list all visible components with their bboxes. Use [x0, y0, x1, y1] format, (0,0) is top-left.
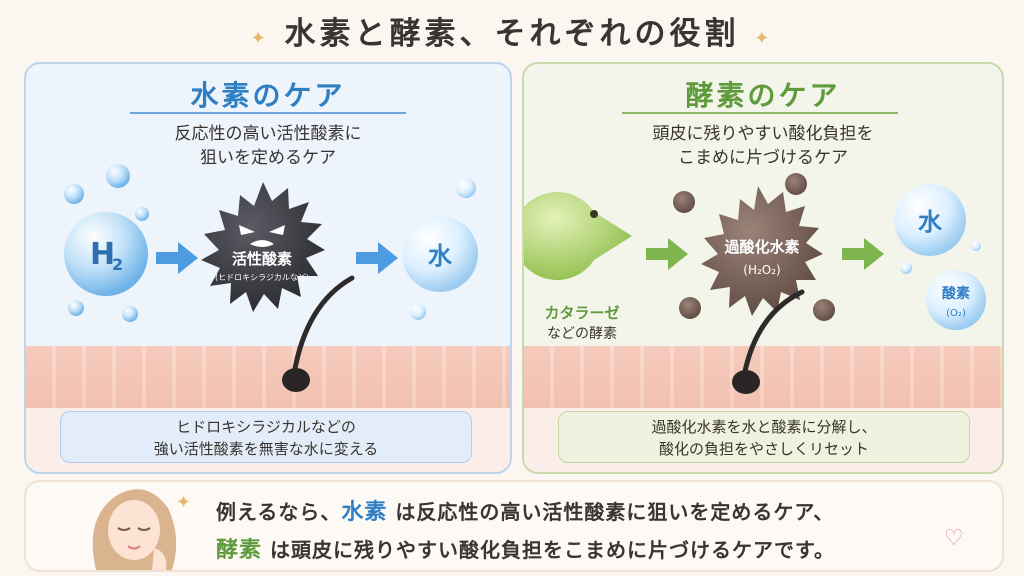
- angry-eye: [239, 225, 255, 235]
- oxygen-formula: (O₂): [946, 308, 966, 319]
- subtitle-line-2: こまめに片づけるケア: [678, 148, 848, 168]
- bubble-icon: [971, 241, 981, 251]
- title-underline: [130, 112, 406, 114]
- heart-icon: ♡: [944, 526, 964, 551]
- sparkle-icon: ✦: [250, 28, 270, 49]
- page-title-text: 水素と酵素、それぞれの役割: [284, 16, 740, 52]
- catalase-enzyme-icon: [524, 192, 632, 280]
- hydrogen-peroxide-icon: [701, 186, 823, 316]
- sparkle-icon: ✦: [176, 492, 192, 513]
- hydrogen-diagram: H 2 活性酸素 (ヒドロキシラジカルなど) 水: [64, 164, 478, 392]
- bubble-icon: [68, 300, 84, 316]
- summary-prefix: 例えるなら、: [216, 500, 342, 524]
- oxygen-bubble-icon: [926, 270, 986, 330]
- enzyme-eye: [590, 210, 598, 218]
- enzyme-diagram: カタラーゼ などの酵素 過酸化水素 (H₂O₂) 水 酸素 (O₂): [524, 173, 986, 394]
- angry-eye: [269, 225, 285, 235]
- hair-follicle: [732, 370, 760, 394]
- mouth: [250, 240, 274, 247]
- arrow-right-icon: [356, 242, 398, 274]
- enzyme-note-box: 過酸化水素を水と酸素に分解し、 酸化の負担をやさしくリセット: [558, 411, 970, 463]
- hair-strand: [291, 275, 355, 377]
- peroxide-label: 過酸化水素: [723, 238, 799, 256]
- bubble-icon: [106, 164, 130, 188]
- water-bubble-icon: [402, 216, 478, 292]
- keyword-hydrogen: 水素: [341, 500, 388, 525]
- hydrogen-bubble-icon: [64, 212, 148, 296]
- arrow-right-icon: [156, 242, 198, 274]
- water-label: 水: [428, 242, 453, 270]
- page-title: ✦ 水素と酵素、それぞれの役割 ✦: [0, 8, 1024, 53]
- oxidation-particle-icon: [673, 191, 695, 213]
- enzyme-label: カタラーゼ: [544, 304, 619, 322]
- subtitle-line-1: 反応性の高い活性酸素に: [174, 124, 362, 144]
- sparkle-icon: ✦: [754, 28, 774, 49]
- bubble-icon: [64, 184, 84, 204]
- subtitle-line-2: 狙いを定めるケア: [200, 148, 336, 168]
- summary-box: ✦ 例えるなら、水素 は反応性の高い活性酸素に狙いを定めるケア、 酵素 は頭皮に…: [24, 480, 1004, 572]
- peroxide-formula: (H₂O₂): [743, 263, 780, 277]
- subtitle-line-1: 頭皮に残りやすい酸化負担を: [652, 124, 874, 144]
- radical-icon: [201, 182, 325, 312]
- hair-follicle: [282, 368, 310, 392]
- hydrogen-care-panel: 水素のケア 反応性の高い活性酸素に 狙いを定めるケア: [24, 62, 512, 474]
- hydrogen-note-box: ヒドロキシラジカルなどの 強い活性酸素を無害な水に変える: [60, 411, 472, 463]
- summary-line-1-rest: は反応性の高い活性酸素に狙いを定めるケア、: [387, 500, 835, 524]
- oxidation-particle-icon: [813, 299, 835, 321]
- enzyme-care-subtitle: 頭皮に残りやすい酸化負担を こまめに片づけるケア: [524, 122, 1002, 170]
- hair-strand: [741, 289, 805, 379]
- title-underline: [622, 112, 898, 114]
- oxidation-particle-icon: [785, 173, 807, 195]
- bubble-icon: [122, 306, 138, 322]
- h2-subscript: 2: [112, 255, 123, 274]
- arrow-right-icon: [842, 238, 884, 270]
- water-bubble-icon: [894, 184, 966, 256]
- note-line-1: ヒドロキシラジカルなどの: [176, 418, 356, 436]
- oxidation-particle-icon: [679, 297, 701, 319]
- bubble-icon: [410, 304, 426, 320]
- water-label: 水: [918, 208, 943, 236]
- hydrogen-care-subtitle: 反応性の高い活性酸素に 狙いを定めるケア: [26, 122, 510, 170]
- woman-illustration-icon: [92, 489, 177, 570]
- summary-line-2: 酵素 は頭皮に残りやすい酸化負担をこまめに片づけるケアです。: [216, 532, 835, 564]
- bubble-icon: [900, 262, 912, 274]
- radical-sub-label: (ヒドロキシラジカルなど): [215, 273, 309, 282]
- h2-label: H: [90, 237, 115, 272]
- summary-line-1: 例えるなら、水素 は反応性の高い活性酸素に狙いを定めるケア、: [216, 494, 834, 526]
- note-line-2: 強い活性酸素を無害な水に変える: [153, 440, 379, 458]
- enzyme-sub-label: などの酵素: [547, 326, 617, 342]
- skin-layer: [524, 346, 1002, 408]
- arrow-right-icon: [646, 238, 688, 270]
- bubble-icon: [135, 207, 149, 221]
- radical-label: 活性酸素: [232, 250, 292, 268]
- skin-layer: [26, 346, 510, 408]
- note-line-1: 過酸化水素を水と酸素に分解し、: [651, 418, 877, 436]
- hydrogen-care-title: 水素のケア: [190, 79, 346, 112]
- note-line-2: 酸化の負担をやさしくリセット: [658, 440, 869, 458]
- enzyme-care-title: 酵素のケア: [685, 79, 841, 112]
- oxygen-label: 酸素: [942, 285, 970, 302]
- bubble-icon: [456, 178, 476, 198]
- summary-line-2-rest: は頭皮に残りやすい酸化負担をこまめに片づけるケアです。: [262, 538, 835, 562]
- keyword-enzyme: 酵素: [216, 538, 263, 563]
- enzyme-care-panel: 酵素のケア 頭皮に残りやすい酸化負担を こまめに片づけるケア カタラーゼ: [522, 62, 1004, 474]
